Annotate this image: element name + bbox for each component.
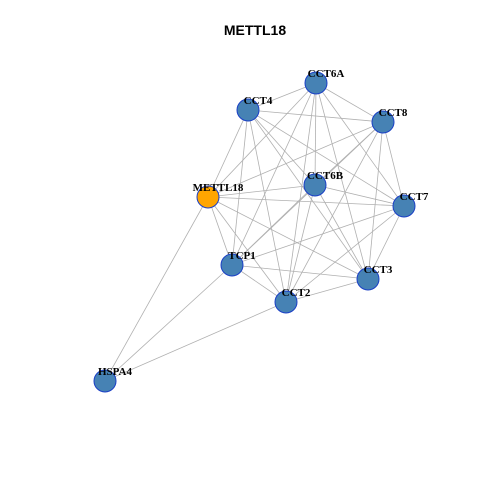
edge-mettl18-tcp1 [207, 196, 233, 266]
edge-cct6a-cct2 [285, 82, 317, 303]
edge-cct4-mettl18 [207, 109, 249, 198]
node-cct4[interactable] [236, 98, 260, 122]
edge-cct7-cct3 [367, 205, 405, 280]
edge-cct6a-cct6b [314, 82, 317, 186]
edge-cct3-cct2 [285, 278, 369, 303]
edge-tcp1-hspa4 [104, 264, 233, 382]
graph-title: METTL18 [224, 22, 286, 38]
edge-cct6b-cct3 [314, 184, 369, 280]
node-label-cct6a: CCT6A [308, 68, 345, 80]
node-cct6a[interactable] [304, 71, 328, 95]
edge-cct4-tcp1 [231, 109, 249, 266]
edge-cct6a-cct8 [315, 82, 384, 123]
node-label-mettl18: METTL18 [193, 182, 244, 194]
edge-mettl18-cct2 [207, 196, 287, 303]
edge-cct6b-tcp1 [231, 184, 316, 266]
edge-layer [104, 82, 405, 382]
node-label-cct6b: CCT6B [307, 170, 344, 182]
edge-cct7-cct2 [285, 205, 405, 303]
node-label-hspa4: HSPA4 [98, 366, 133, 378]
edge-cct6a-cct7 [315, 82, 405, 207]
node-cct3[interactable] [356, 267, 380, 291]
edge-cct4-cct3 [247, 109, 369, 280]
edge-mettl18-cct7 [207, 196, 405, 207]
edge-cct6b-cct2 [285, 184, 316, 303]
edge-cct6a-cct3 [315, 82, 369, 280]
edge-cct4-cct8 [247, 109, 384, 123]
node-cct7[interactable] [392, 194, 416, 218]
node-cct6b[interactable] [303, 173, 327, 197]
edge-cct6a-mettl18 [207, 82, 317, 198]
edge-cct8-mettl18 [207, 121, 384, 198]
edge-mettl18-hspa4 [104, 196, 209, 382]
node-label-cct7: CCT7 [400, 191, 429, 203]
edge-cct4-cct2 [247, 109, 287, 303]
node-mettl18[interactable] [196, 185, 220, 209]
edge-cct8-cct3 [367, 121, 384, 280]
edge-mettl18-cct3 [207, 196, 369, 280]
edge-cct6a-cct4 [247, 82, 317, 111]
node-hspa4[interactable] [93, 369, 117, 393]
node-tcp1[interactable] [220, 253, 244, 277]
edge-cct6a-tcp1 [231, 82, 317, 266]
node-cct8[interactable] [371, 110, 395, 134]
node-label-cct3: CCT3 [364, 264, 393, 276]
edge-cct6b-cct7 [314, 184, 405, 207]
node-label-cct4: CCT4 [244, 95, 273, 107]
edge-cct4-cct7 [247, 109, 405, 207]
node-cct2[interactable] [274, 290, 298, 314]
edge-cct2-hspa4 [104, 301, 287, 382]
node-layer [93, 71, 416, 393]
edge-tcp1-cct3 [231, 264, 369, 280]
node-label-cct8: CCT8 [379, 107, 408, 119]
edge-cct4-cct6b [247, 109, 316, 186]
edge-cct8-cct7 [382, 121, 405, 207]
node-label-cct2: CCT2 [282, 287, 311, 299]
node-label-tcp1: TCP1 [228, 250, 256, 262]
edge-cct7-tcp1 [231, 205, 405, 266]
edge-mettl18-cct6b [207, 184, 316, 198]
